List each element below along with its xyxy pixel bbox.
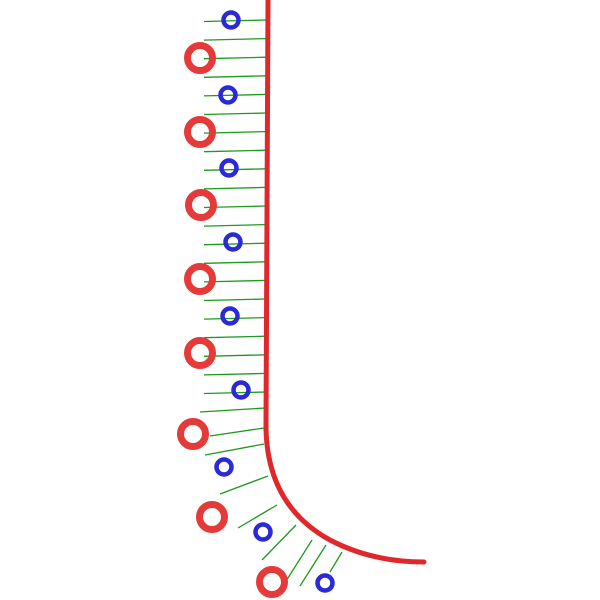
stitch-line bbox=[237, 504, 278, 529]
small-blue-ring bbox=[218, 85, 238, 105]
stitch-line bbox=[261, 524, 297, 561]
large-red-ring bbox=[185, 189, 217, 221]
small-blue-ring bbox=[221, 10, 241, 30]
small-blue-ring bbox=[231, 380, 251, 400]
stitch-line bbox=[203, 75, 267, 78]
large-red-ring bbox=[184, 116, 216, 148]
stitch-line bbox=[203, 261, 267, 264]
stitch-line bbox=[203, 372, 267, 376]
small-blue-ring bbox=[315, 573, 335, 593]
small-blue-ring bbox=[219, 158, 239, 178]
stitch-line bbox=[203, 112, 267, 116]
stitch-line bbox=[329, 551, 343, 573]
stitch-line bbox=[203, 298, 267, 302]
stitch-line bbox=[203, 37, 267, 41]
stitch-line bbox=[203, 242, 267, 246]
stitch-line bbox=[203, 19, 267, 23]
stitch-line bbox=[203, 335, 267, 339]
large-red-ring bbox=[184, 337, 216, 369]
rings bbox=[177, 10, 335, 598]
stitch-lines bbox=[199, 19, 343, 590]
stitch-line bbox=[203, 223, 267, 227]
stitch-line bbox=[204, 443, 265, 456]
stitch-line bbox=[203, 186, 267, 190]
stitch-line bbox=[199, 407, 266, 413]
large-red-ring bbox=[177, 418, 209, 450]
large-red-ring bbox=[184, 263, 216, 295]
stitch-line bbox=[299, 544, 327, 587]
large-red-ring bbox=[256, 566, 288, 598]
small-blue-ring bbox=[253, 522, 273, 542]
outline-curve bbox=[263, 0, 427, 565]
large-red-ring bbox=[184, 42, 216, 74]
stitch-line bbox=[219, 475, 269, 495]
small-blue-ring bbox=[223, 232, 243, 252]
large-red-ring bbox=[196, 501, 228, 533]
stitch-line bbox=[209, 427, 265, 437]
small-blue-ring bbox=[220, 306, 240, 326]
small-blue-ring bbox=[214, 457, 234, 477]
stitch-line bbox=[203, 149, 267, 153]
